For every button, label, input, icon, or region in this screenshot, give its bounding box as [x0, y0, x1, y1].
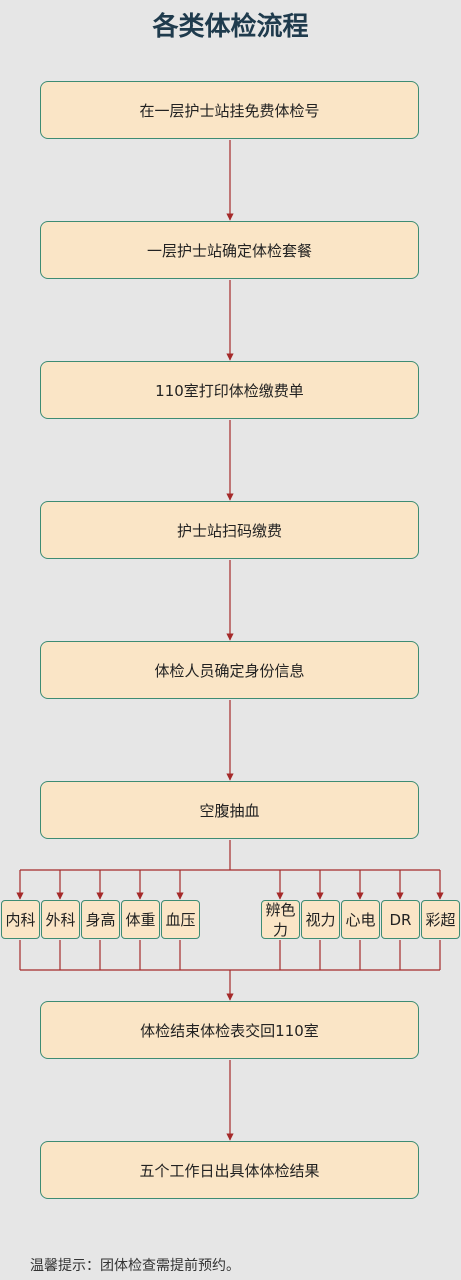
- exam-dr: DR: [381, 900, 420, 939]
- step-return-form: 体检结束体检表交回110室: [40, 1001, 419, 1059]
- step-results: 五个工作日出具体体检结果: [40, 1141, 419, 1199]
- step-scan-pay: 护士站扫码缴费: [40, 501, 419, 559]
- step-fasting-blood: 空腹抽血: [40, 781, 419, 839]
- exam-internal-medicine: 内科: [1, 900, 40, 939]
- exam-blood-pressure: 血压: [161, 900, 200, 939]
- step-register: 在一层护士站挂免费体检号: [40, 81, 419, 139]
- footer-note: 温馨提示：团体检查需提前预约。: [30, 1258, 240, 1274]
- exam-ecg: 心电: [341, 900, 380, 939]
- exam-color-vision: 辨色力: [261, 900, 300, 939]
- exam-height: 身高: [81, 900, 120, 939]
- step-print-bill: 110室打印体检缴费单: [40, 361, 419, 419]
- exam-weight: 体重: [121, 900, 160, 939]
- step-confirm-identity: 体检人员确定身份信息: [40, 641, 419, 699]
- exam-surgery: 外科: [41, 900, 80, 939]
- exam-ultrasound: 彩超: [421, 900, 460, 939]
- exam-vision: 视力: [301, 900, 340, 939]
- step-choose-package: 一层护士站确定体检套餐: [40, 221, 419, 279]
- diagram-title: 各类体检流程: [152, 12, 309, 42]
